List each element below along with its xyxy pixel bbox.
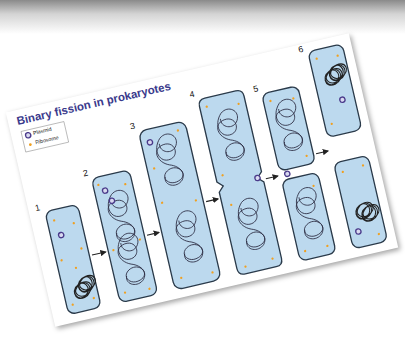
- callout-number: 5: [252, 83, 259, 94]
- callout-number: 4: [188, 89, 195, 100]
- callout-number: 6: [297, 44, 304, 55]
- callout-number: 1: [34, 202, 41, 213]
- slide-card: Binary fission in prokaryotesPlasmidRibo…: [6, 33, 398, 327]
- callout-number: 2: [82, 168, 89, 179]
- callout-number: 3: [129, 121, 136, 132]
- diagram-title: Binary fission in prokaryotes: [15, 79, 172, 127]
- fission-illustration: [6, 33, 398, 327]
